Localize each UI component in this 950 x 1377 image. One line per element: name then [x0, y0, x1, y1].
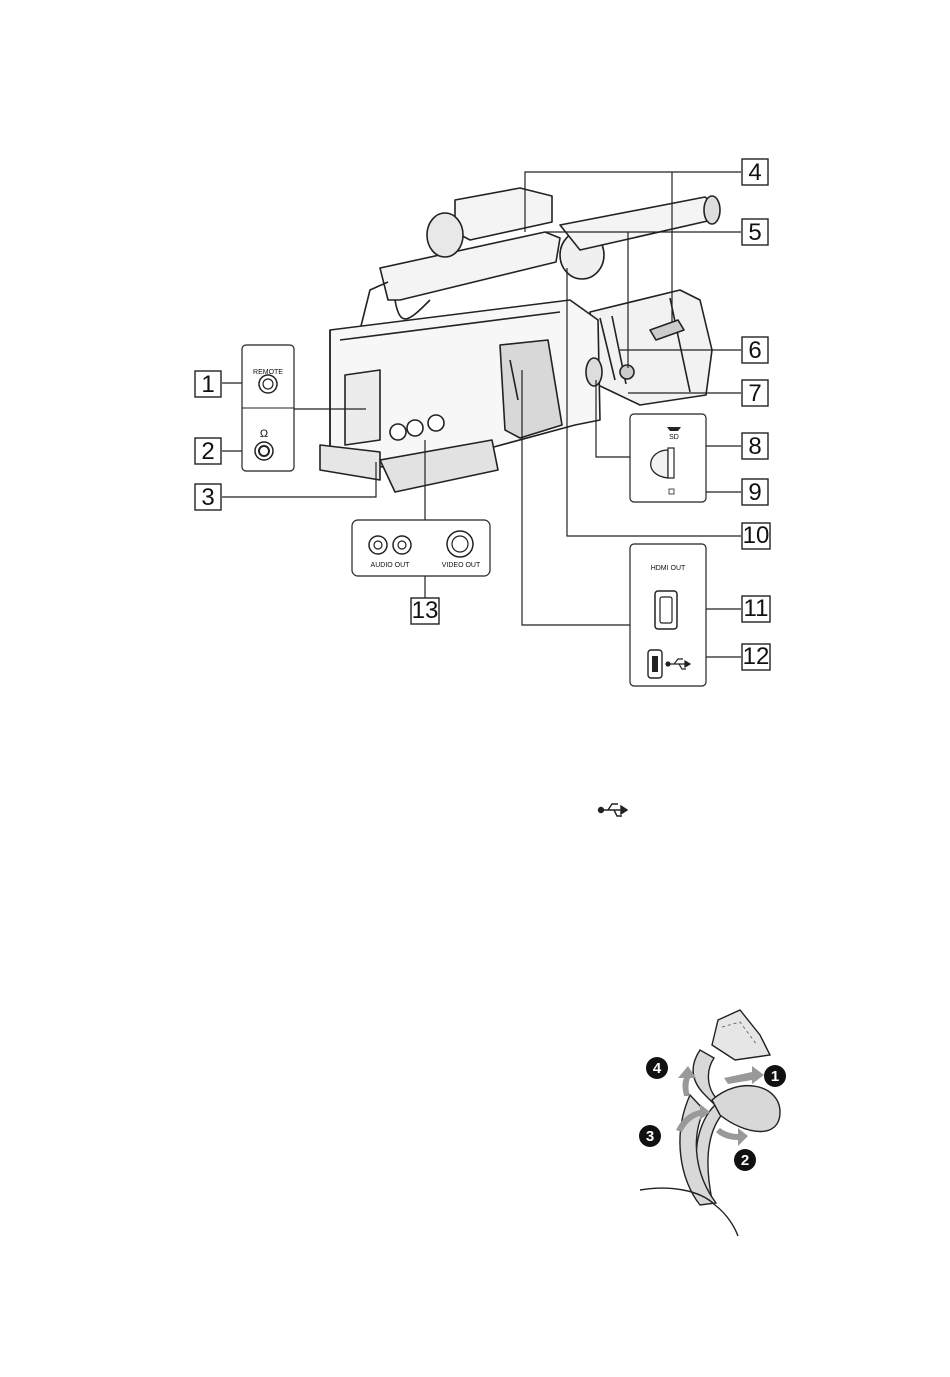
strap-step-2-badge: 2: [734, 1149, 756, 1171]
callout-13: 13: [411, 597, 439, 624]
svg-text:11: 11: [744, 595, 769, 622]
usb-icon: [599, 804, 628, 816]
inset-remote-headphone: REMOTE Ω: [242, 345, 294, 471]
svg-text:6: 6: [748, 337, 761, 364]
arrow-1: [724, 1066, 764, 1084]
strap-step-4-badge: 4: [646, 1057, 668, 1079]
callout-1: 1: [195, 371, 221, 398]
callout-5: 5: [742, 219, 768, 246]
callout-3: 3: [195, 484, 221, 511]
callout-6: 6: [742, 337, 768, 364]
headphone-icon: Ω: [260, 428, 268, 440]
callout-7: 7: [742, 380, 768, 407]
arrow-2: [716, 1128, 748, 1146]
callout-8: 8: [742, 433, 768, 460]
audio-out-label: AUDIO OUT: [371, 562, 411, 569]
svg-text:1: 1: [201, 371, 214, 398]
svg-text:2: 2: [741, 1152, 749, 1169]
inset-sd-card: SD: [630, 414, 706, 502]
callout-11: 11: [742, 595, 770, 622]
strap-illustration: 1 2 3 4: [639, 1010, 786, 1236]
svg-text:4: 4: [653, 1060, 662, 1077]
svg-text:2: 2: [201, 438, 214, 465]
svg-text:9: 9: [748, 479, 761, 506]
sd-label: SD: [669, 434, 679, 441]
svg-text:3: 3: [201, 484, 214, 511]
svg-text:3: 3: [646, 1128, 654, 1145]
svg-text:10: 10: [743, 522, 770, 549]
hdmi-out-label: HDMI OUT: [651, 565, 686, 572]
callout-4: 4: [742, 159, 768, 186]
strap-step-3-badge: 3: [639, 1125, 661, 1147]
svg-text:13: 13: [412, 597, 439, 624]
svg-text:5: 5: [748, 219, 761, 246]
svg-text:8: 8: [748, 433, 761, 460]
inset-hdmi-usb: HDMI OUT: [630, 544, 706, 686]
remote-jack: [259, 375, 277, 393]
svg-text:4: 4: [748, 159, 761, 186]
svg-text:12: 12: [743, 643, 770, 670]
strap-step-1-badge: 1: [764, 1065, 786, 1087]
callout-12: 12: [742, 643, 770, 670]
svg-text:7: 7: [748, 380, 761, 407]
inset-av-out: AUDIO OUT VIDEO OUT: [352, 520, 490, 576]
callout-10: 10: [742, 522, 770, 549]
callout-2: 2: [195, 438, 221, 465]
callout-9: 9: [742, 479, 768, 506]
svg-text:1: 1: [771, 1068, 779, 1085]
video-out-label: VIDEO OUT: [442, 562, 481, 569]
